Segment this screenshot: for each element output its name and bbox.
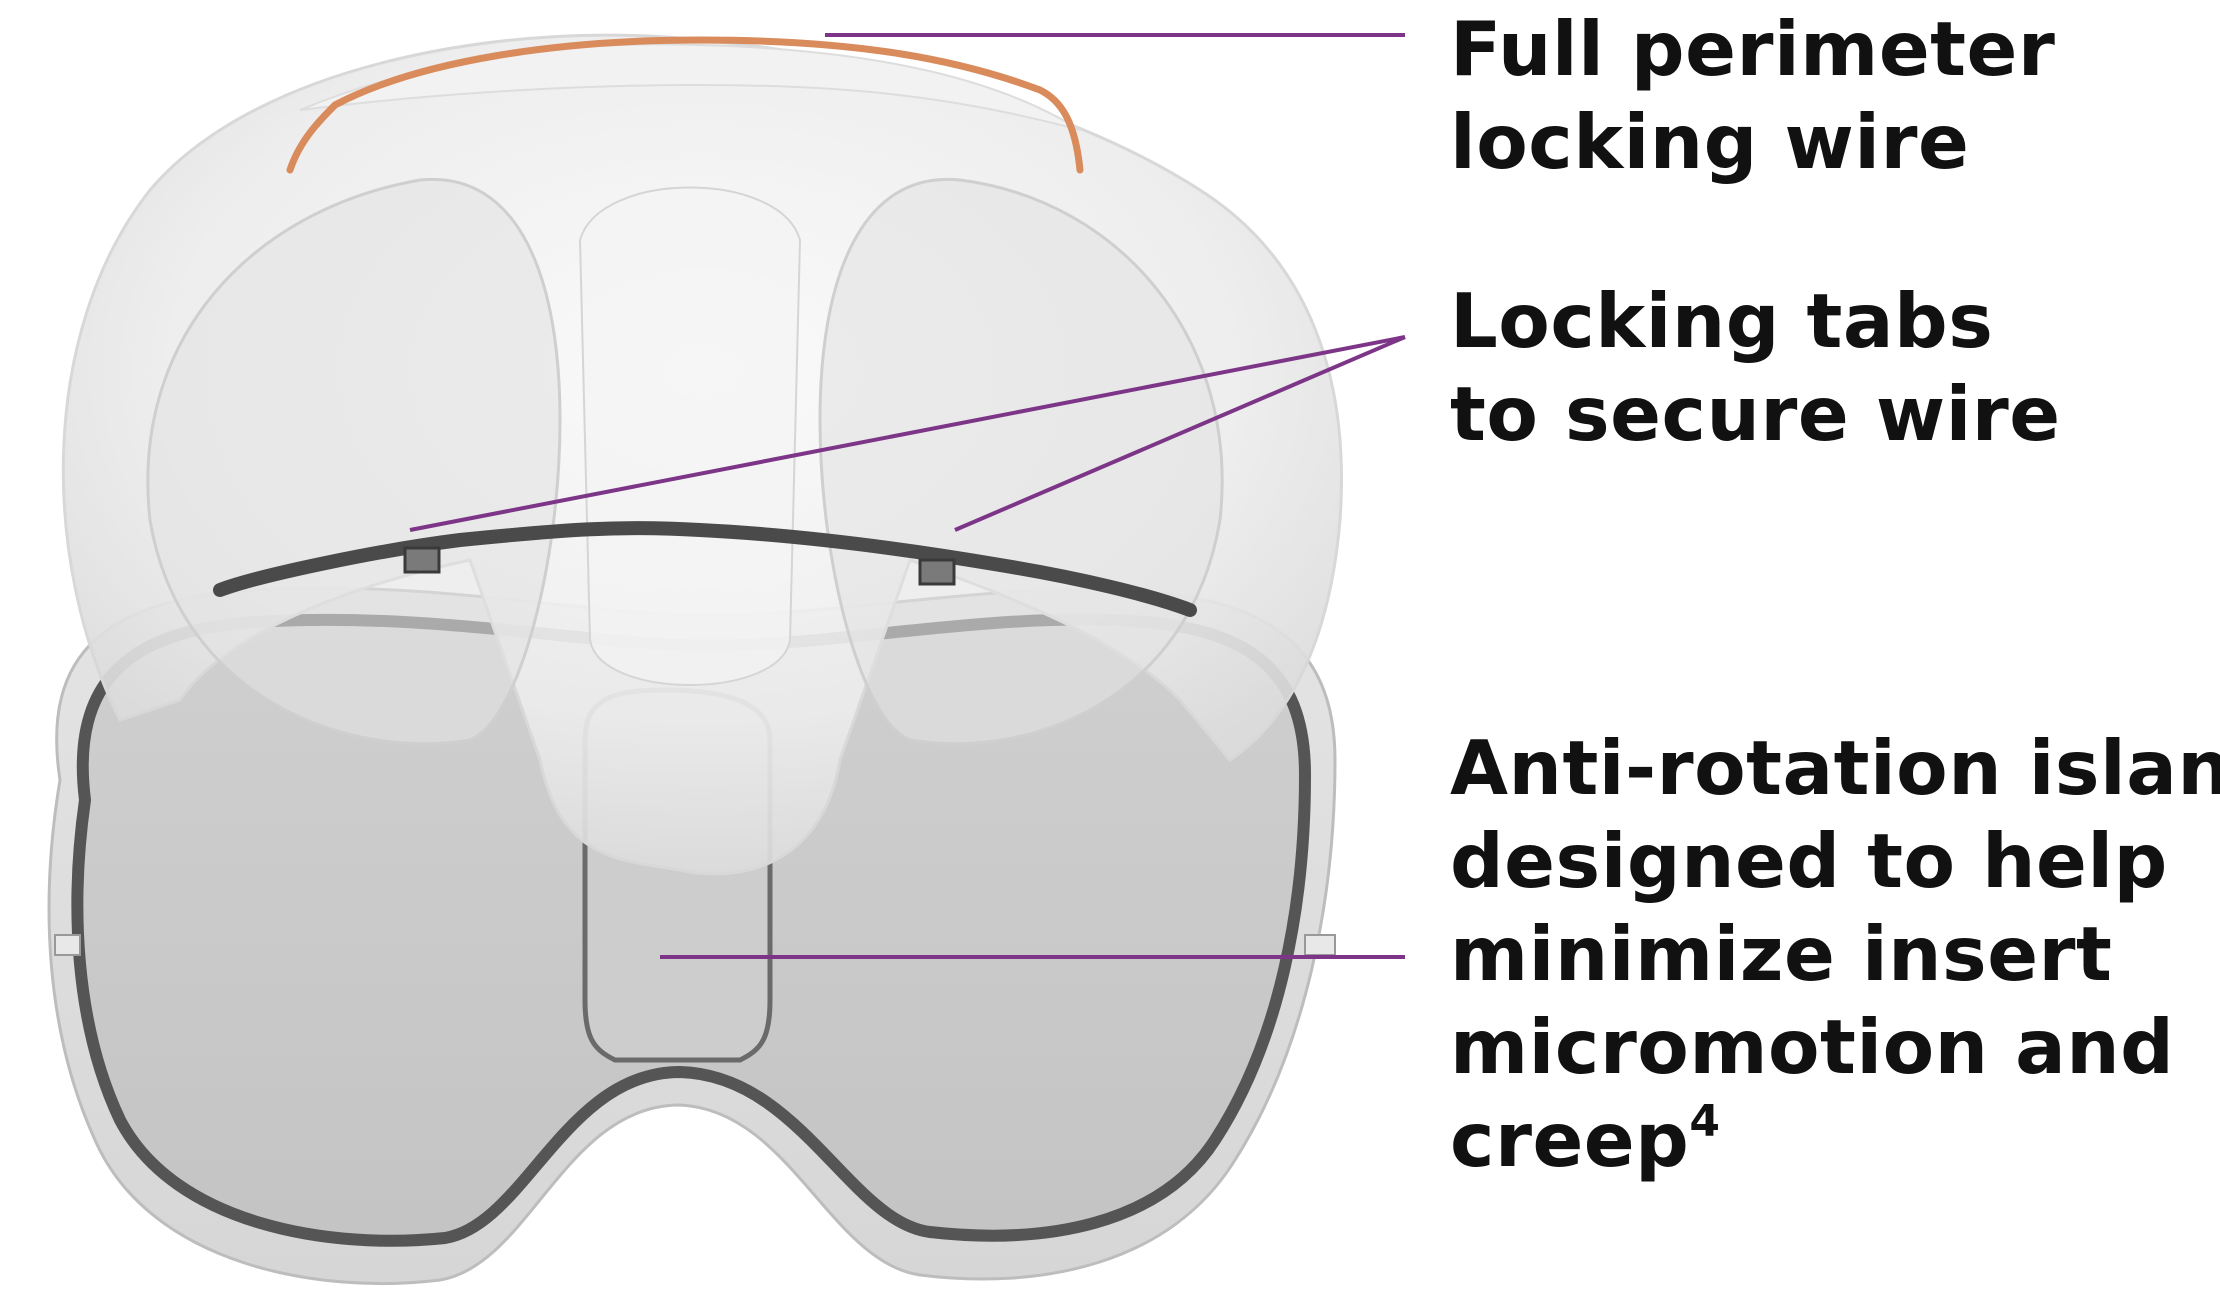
callout-anti-rotation-line-5-text: creep — [1450, 1096, 1689, 1184]
callout-locking-wire: Full perimeter locking wire — [1450, 3, 2055, 189]
callout-locking-tabs: Locking tabs to secure wire — [1450, 275, 2061, 461]
callout-locking-wire-line-1: Full perimeter — [1450, 3, 2055, 96]
callout-anti-rotation-line-1: Anti-rotation island — [1450, 722, 2220, 815]
locking-tab-left — [405, 548, 439, 572]
callout-locking-tabs-line-1: Locking tabs — [1450, 275, 2061, 368]
callout-anti-rotation-line-5: creep4 — [1450, 1094, 2220, 1187]
locking-tab-right — [920, 560, 954, 584]
callout-anti-rotation-line-2: designed to help — [1450, 815, 2220, 908]
callout-anti-rotation-line-3: minimize insert — [1450, 908, 2220, 1001]
callout-anti-rotation-island: Anti-rotation island designed to help mi… — [1450, 722, 2220, 1187]
callout-locking-tabs-line-2: to secure wire — [1450, 368, 2061, 461]
callout-locking-wire-line-2: locking wire — [1450, 96, 2055, 189]
reference-superscript: 4 — [1689, 1096, 1720, 1147]
callout-anti-rotation-line-4: micromotion and — [1450, 1001, 2220, 1094]
